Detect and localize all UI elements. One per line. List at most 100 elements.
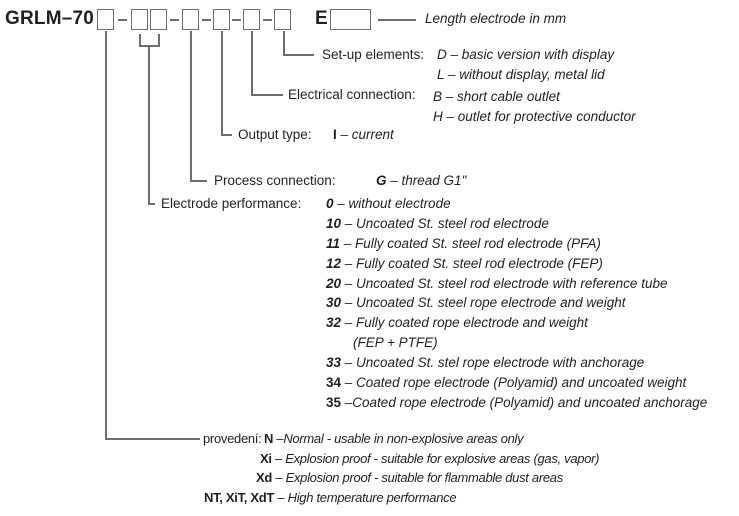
option-code: G xyxy=(376,173,387,188)
product-code-prefix: GRLM–70 xyxy=(5,8,95,29)
option-text: – Explosion proof - suitable for explosi… xyxy=(271,451,600,466)
option-code: B xyxy=(433,89,443,104)
electrode-leader-horizontal xyxy=(148,203,155,205)
option-code: 34 xyxy=(326,375,342,390)
electrical-leader-vertical xyxy=(251,31,253,95)
option-text: – without display, metal lid xyxy=(444,67,605,82)
option-code: N xyxy=(264,431,274,446)
option-code: L xyxy=(437,67,445,82)
electrode-bracket-left xyxy=(139,34,141,46)
option-text: – current xyxy=(336,127,394,142)
setup-leader-vertical xyxy=(283,31,285,55)
electrode-option: 34 – Coated rope electrode (Polyamid) an… xyxy=(326,375,686,390)
option-text: – Fully coated St. steel rod electrode (… xyxy=(341,256,603,271)
electrode-option: 30 – Uncoated St. steel rope electrode a… xyxy=(326,295,625,310)
output-leader-vertical xyxy=(221,31,223,135)
option-text: – Uncoated St. steel rod electrode xyxy=(341,216,549,231)
code-separator xyxy=(232,19,241,21)
code-box-process-connection xyxy=(182,9,199,30)
option-text: – Explosion proof - suitable for flammab… xyxy=(272,470,563,485)
electrode-option-continuation: (FEP + PTFE) xyxy=(353,335,438,350)
length-label: Length electrode in mm xyxy=(425,11,567,26)
option-text: – thread G1" xyxy=(386,173,467,188)
option-code: H xyxy=(433,109,443,124)
option-code: 35 xyxy=(326,395,342,410)
option-code: 0 xyxy=(326,196,334,211)
option-text: (FEP + PTFE) xyxy=(353,335,438,350)
option-code: 33 xyxy=(326,355,342,370)
code-box-electrical-connection xyxy=(243,9,260,30)
process-option: G – thread G1" xyxy=(376,173,466,188)
option-code: 12 xyxy=(326,256,342,271)
electrical-option: B – short cable outlet xyxy=(433,89,560,104)
option-text: –Normal - usable in non-explosive areas … xyxy=(273,431,524,446)
option-code: 20 xyxy=(326,276,342,291)
electrode-option: 12 – Fully coated St. steel rod electrod… xyxy=(326,256,603,271)
option-text: – without electrode xyxy=(333,196,451,211)
code-box-electrode-2 xyxy=(150,9,167,30)
option-text: – short cable outlet xyxy=(442,89,560,104)
option-text: – Fully coated rope electrode and weight xyxy=(341,315,588,330)
code-box-electrode-1 xyxy=(131,9,148,30)
electrode-performance-label: Electrode performance: xyxy=(161,196,302,211)
option-text: – Fully coated St. steel rod electrode (… xyxy=(340,236,601,251)
setup-option: L – without display, metal lid xyxy=(437,67,605,82)
electrical-connection-label: Electrical connection: xyxy=(288,87,416,102)
setup-leader-horizontal xyxy=(283,54,314,56)
option-code: I xyxy=(333,127,337,142)
version-label: provedení: xyxy=(203,431,262,446)
option-text: – High temperature performance xyxy=(274,490,457,505)
version-option: Xi – Explosion proof - suitable for expl… xyxy=(260,451,600,466)
electrode-leader-vertical xyxy=(148,45,150,204)
electrode-option: 20 – Uncoated St. steel rod electrode wi… xyxy=(326,276,667,291)
version-option: Xd – Explosion proof - suitable for flam… xyxy=(256,470,563,485)
option-code: NT, XiT, XdT xyxy=(204,490,275,505)
option-text: – Uncoated St. steel rod electrode with … xyxy=(341,276,668,291)
option-code: Xi xyxy=(260,451,272,466)
option-code: 10 xyxy=(326,216,342,231)
process-leader-horizontal xyxy=(190,180,207,182)
electrode-bracket-right xyxy=(158,34,160,46)
option-code: 30 xyxy=(326,295,342,310)
option-text: – Coated rope electrode (Polyamid) and u… xyxy=(341,375,687,390)
process-connection-label: Process connection: xyxy=(214,173,336,188)
electrical-option: H – outlet for protective conductor xyxy=(433,109,636,124)
option-text: – Uncoated St. stel rope electrode with … xyxy=(341,355,645,370)
electrical-leader-horizontal xyxy=(251,94,283,96)
code-separator xyxy=(118,19,127,21)
length-leader-line xyxy=(378,19,416,21)
version-option: NT, XiT, XdT – High temperature performa… xyxy=(204,490,457,505)
option-code: Xd xyxy=(256,470,273,485)
option-code: 11 xyxy=(326,236,341,251)
option-text: – basic version with display xyxy=(446,47,615,62)
electrode-option: 10 – Uncoated St. steel rod electrode xyxy=(326,216,549,231)
setup-elements-label: Set-up elements: xyxy=(322,47,425,62)
code-box-setup-elements xyxy=(274,9,291,30)
option-text: – outlet for protective conductor xyxy=(442,109,636,124)
code-separator xyxy=(170,19,179,21)
electrode-option: 11 – Fully coated St. steel rod electrod… xyxy=(326,236,601,251)
length-prefix: E xyxy=(315,8,328,29)
output-type-label: Output type: xyxy=(238,127,312,142)
code-box-output-type xyxy=(213,9,230,30)
version-leader-horizontal xyxy=(105,438,200,440)
electrode-bracket-bottom xyxy=(139,45,160,47)
version-option: N –Normal - usable in non-explosive area… xyxy=(264,431,524,446)
option-text: – Uncoated St. steel rope electrode and … xyxy=(341,295,626,310)
option-text: –Coated rope electrode (Polyamid) and un… xyxy=(341,395,708,410)
code-box-length xyxy=(330,9,371,30)
electrode-option: 35 –Coated rope electrode (Polyamid) and… xyxy=(326,395,707,410)
output-leader-horizontal xyxy=(221,134,232,136)
process-leader-vertical xyxy=(190,31,192,181)
setup-option: D – basic version with display xyxy=(437,47,614,62)
output-option: I – current xyxy=(333,127,394,142)
option-code: 32 xyxy=(326,315,342,330)
code-box-version xyxy=(97,9,114,30)
version-leader-vertical xyxy=(105,31,107,439)
electrode-option: 33 – Uncoated St. stel rope electrode wi… xyxy=(326,355,644,370)
option-code: D xyxy=(437,47,447,62)
code-separator xyxy=(263,19,272,21)
code-separator xyxy=(202,19,211,21)
electrode-option: 0 – without electrode xyxy=(326,196,451,211)
electrode-option: 32 – Fully coated rope electrode and wei… xyxy=(326,315,588,330)
